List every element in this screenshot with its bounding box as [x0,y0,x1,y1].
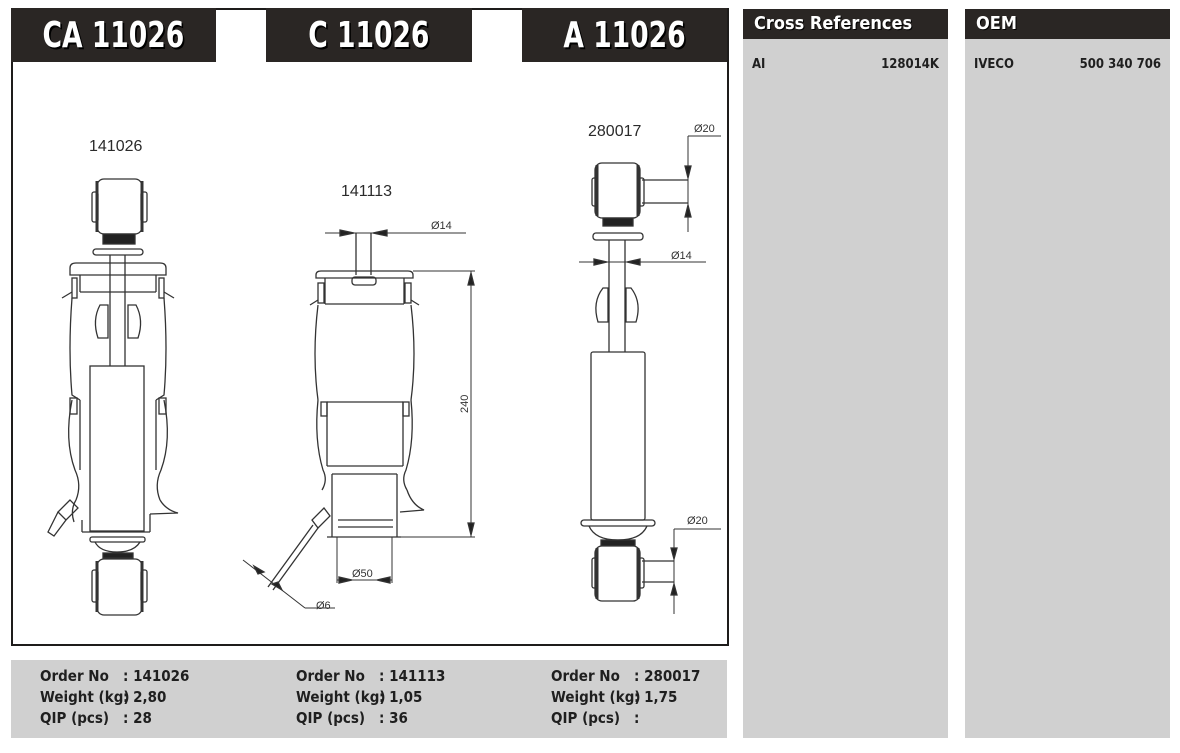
qip-label: QIP (pcs) [296,709,366,727]
dim-c-height: 240 [459,395,471,413]
dim-a-rod: Ø14 [671,250,692,262]
cross-references-panel: Cross References AI 128014K [743,9,948,738]
cross-reference-brand: AI [752,57,766,72]
qip-label: QIP (pcs) [40,709,110,727]
cross-reference-row: AI 128014K [743,57,948,72]
weight-value: : 2,80 [123,688,167,706]
qip-label: QIP (pcs) [551,709,621,727]
order-value: : 141113 [379,667,446,685]
order-value: : 141026 [123,667,190,685]
cross-reference-code: 128014K [881,57,939,72]
weight-label: Weight (kg) [551,688,641,706]
part-label-280017: 280017 [588,123,642,140]
order-value: : 280017 [634,667,701,685]
order-label: Order No [551,667,620,685]
ca-shock-drawing [47,178,179,616]
title-a-11026: A 11026 [522,8,727,62]
weight-value: : 1,75 [634,688,678,706]
order-label: Order No [296,667,365,685]
title-text: A 11026 [563,14,686,56]
part-label-141026: 141026 [89,138,143,155]
oem-row: IVECO 500 340 706 [965,57,1170,72]
a-shock-drawing [579,135,721,614]
title-text: C 11026 [308,14,430,56]
title-ca-11026: CA 11026 [11,8,216,62]
dim-c-fitting: Ø6 [316,600,331,612]
c-airspring-drawing [242,229,475,609]
dim-c-rod: Ø14 [431,220,452,232]
oem-code: 500 340 706 [1079,57,1161,72]
oem-panel: OEM IVECO 500 340 706 [965,9,1170,738]
order-label: Order No [40,667,109,685]
info-column-a: Order No : 280017 Weight (kg): 1,75 QIP (… [551,666,700,729]
dim-a-bottom-eye: Ø20 [687,515,708,527]
weight-label: Weight (kg) [296,688,386,706]
weight-label: Weight (kg) [40,688,130,706]
dim-c-base: Ø50 [352,568,373,580]
info-column-c: Order No : 141113 Weight (kg): 1,05 QIP (… [296,666,445,729]
cross-references-title: Cross References [743,9,948,39]
oem-title: OEM [965,9,1170,39]
qip-value: : [634,709,640,727]
qip-value: : 36 [379,709,408,727]
part-label-141113: 141113 [341,183,393,200]
info-column-ca: Order No : 141026 Weight (kg): 2,80 QIP (… [40,666,189,729]
dim-a-top-eye: Ø20 [694,123,715,135]
oem-brand: IVECO [974,57,1014,72]
weight-value: : 1,05 [379,688,423,706]
title-text: CA 11026 [42,14,185,56]
title-c-11026: C 11026 [266,8,472,62]
qip-value: : 28 [123,709,152,727]
order-info-box: Order No: 141026 Weight (kg): 2,80 QIP (… [11,660,727,738]
